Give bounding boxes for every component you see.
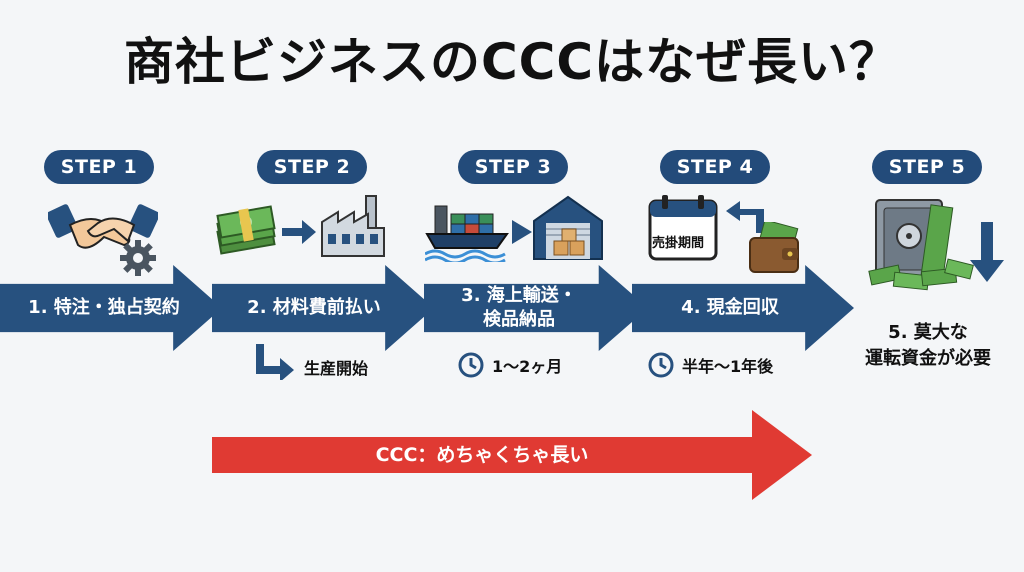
page-title: 商社ビジネスのCCCはなぜ長い？ bbox=[123, 33, 901, 91]
step-5-label: 5. 莫大な 運転資金が必要 bbox=[838, 320, 1018, 372]
step-5-badge: STEP 5 bbox=[872, 150, 982, 184]
factory-icon bbox=[318, 192, 388, 264]
return-arrow-icon bbox=[724, 195, 770, 239]
step-1-label: 1. 特注・独占契約 bbox=[28, 297, 180, 318]
arrow-right-icon bbox=[282, 220, 316, 248]
clock-icon bbox=[458, 352, 484, 378]
down-arrow-icon bbox=[970, 222, 1004, 286]
step-4-sub-text: 半年〜1年後 bbox=[682, 357, 774, 376]
step-5-label-line1: 5. 莫大な bbox=[888, 322, 968, 343]
elbow-arrow-icon bbox=[256, 344, 294, 380]
step-3-badge: STEP 3 bbox=[458, 150, 568, 184]
step-5-label-line2: 運転資金が必要 bbox=[865, 348, 991, 369]
wallet-icon bbox=[748, 219, 804, 280]
step-3-sub-text: 1〜2ヶ月 bbox=[492, 357, 563, 376]
calendar-icon bbox=[648, 193, 718, 265]
ccc-label: CCC：めちゃくちゃ長い bbox=[375, 444, 589, 466]
step-2-sub-text: 生産開始 bbox=[304, 359, 369, 378]
calendar-label: 売掛期間 bbox=[652, 236, 705, 251]
step-1-badge: STEP 1 bbox=[44, 150, 154, 184]
step-3-label-line2: 検品納品 bbox=[483, 309, 555, 330]
arrow-right-icon bbox=[512, 220, 532, 248]
step-2-badge: STEP 2 bbox=[257, 150, 367, 184]
step-3-label: 3. 海上輸送・ 検品納品 bbox=[434, 284, 604, 332]
step-2-sub: 生産開始 bbox=[250, 344, 368, 380]
gear-icon bbox=[118, 238, 158, 282]
step-2-label: 2. 材料費前払い bbox=[247, 297, 381, 318]
clock-icon bbox=[648, 352, 674, 378]
handshake-icon bbox=[46, 195, 160, 279]
ship-icon bbox=[424, 200, 510, 266]
step-4-label: 4. 現金回収 bbox=[681, 297, 779, 318]
step-3-label-line1: 3. 海上輸送・ bbox=[461, 285, 577, 306]
warehouse-icon bbox=[532, 193, 604, 265]
step-3-sub: 1〜2ヶ月 bbox=[458, 352, 562, 378]
step-4-sub: 半年〜1年後 bbox=[648, 352, 773, 378]
step-4-badge: STEP 4 bbox=[660, 150, 770, 184]
money-icon bbox=[215, 205, 277, 259]
safe-icon bbox=[866, 196, 976, 310]
